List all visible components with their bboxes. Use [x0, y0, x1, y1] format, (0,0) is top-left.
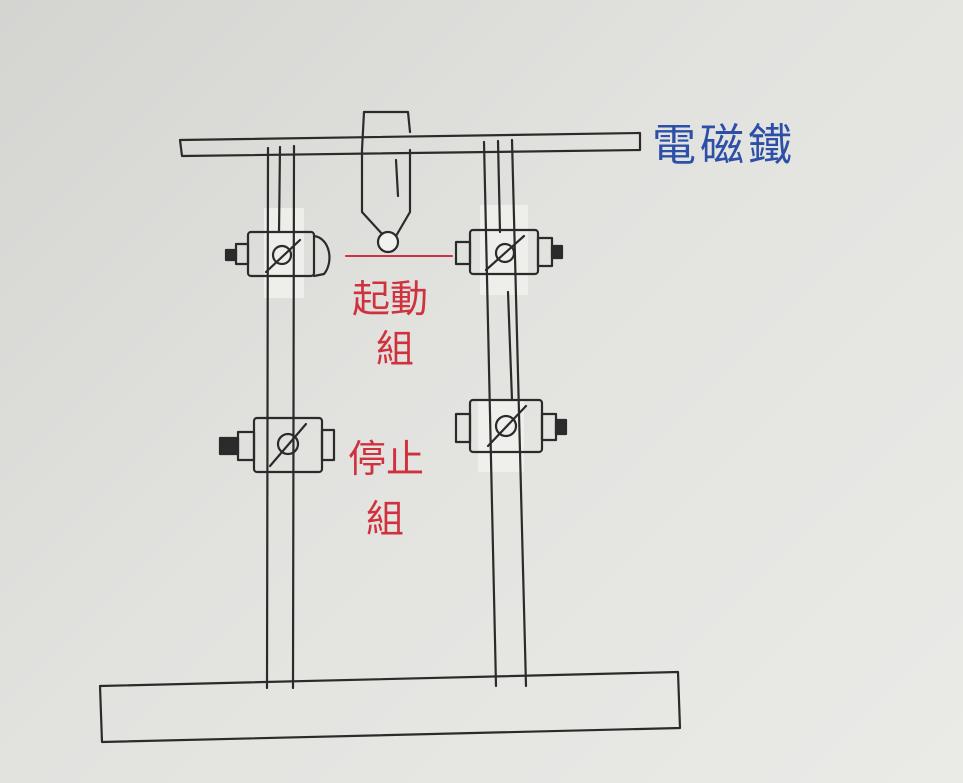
stop-group-label-line2: 組 — [366, 497, 404, 541]
electromagnet — [362, 112, 410, 236]
ball — [378, 232, 398, 252]
stop-group-label-line1: 停止 — [348, 437, 424, 481]
electromagnet-label: 電磁鐵 — [652, 120, 796, 171]
start-group-label-line1: 起動 — [352, 277, 428, 321]
tape-right-lower — [478, 400, 524, 472]
base-block — [100, 672, 680, 742]
tape-left-upper — [264, 208, 304, 298]
stop-gate-left — [220, 418, 334, 472]
start-group-label-line2: 組 — [376, 327, 414, 371]
